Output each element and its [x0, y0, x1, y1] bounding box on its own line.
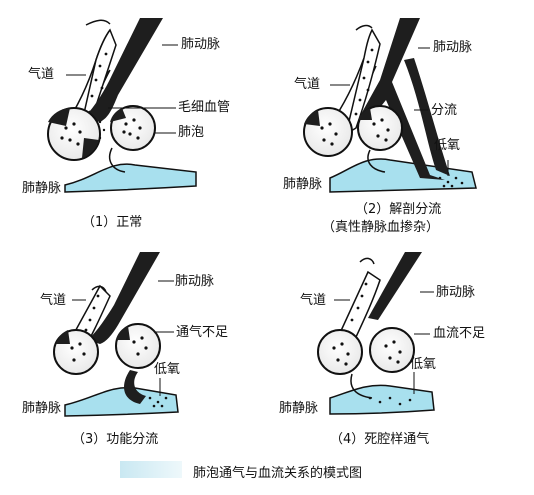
vein-bed	[329, 384, 435, 415]
alveolus-shade	[56, 330, 70, 344]
alveolus-dots	[70, 336, 148, 362]
caption-anatomical-shunt: （2）解剖分流	[355, 202, 442, 217]
alveolus-shade	[304, 110, 320, 126]
leader-lines	[334, 291, 434, 394]
label-artery-3: 肺动脉	[175, 274, 215, 289]
leader-lines	[72, 280, 174, 396]
label-low-oxygen-3: 低氧	[154, 362, 181, 377]
label-artery-1: 肺动脉	[181, 37, 221, 52]
vein-bed	[64, 386, 179, 417]
shunt-curve	[124, 370, 146, 404]
alveolus-shade2	[116, 326, 130, 340]
label-artery-2: 肺动脉	[433, 40, 473, 55]
alveolus-dots	[320, 118, 390, 146]
alveolus-right-shade	[110, 108, 126, 122]
label-airway-4: 气道	[300, 293, 327, 308]
low-oxygen-dots	[438, 176, 464, 188]
label-vein-3: 肺静脉	[22, 401, 62, 416]
alveolus-left-shade2	[82, 138, 99, 158]
label-airway-3: 气道	[40, 293, 67, 308]
artery	[368, 252, 422, 320]
airway-dots	[354, 48, 374, 116]
label-low-perfusion-4: 血流不足	[433, 326, 486, 341]
caption-normal: （1）正常	[82, 215, 143, 230]
vein-bed	[64, 163, 197, 193]
label-shunt-2: 分流	[431, 103, 458, 118]
label-vein-4: 肺静脉	[279, 401, 319, 416]
alveolus-right	[369, 327, 415, 373]
panel-dead-space	[317, 252, 435, 415]
label-airway-1: 气道	[28, 67, 55, 82]
label-hypoventilation-3: 通气不足	[176, 325, 229, 340]
label-capillary-1: 毛细血管	[178, 100, 231, 115]
label-low-oxygen-4: 低氧	[410, 357, 437, 372]
low-oxygen-dots	[368, 396, 412, 406]
artery	[360, 18, 445, 180]
legend-swatch	[120, 461, 182, 478]
panel-normal	[47, 18, 197, 193]
alveolus-left-shade	[48, 108, 70, 126]
capillary-stalk	[367, 149, 386, 173]
alveolus-dots	[332, 340, 402, 366]
artery	[88, 252, 160, 344]
alveolus-shade2	[358, 108, 372, 120]
panel-functional-shunt	[53, 252, 179, 417]
label-vein-2: 肺静脉	[283, 177, 323, 192]
low-oxygen-dots	[148, 396, 168, 408]
vein-bed	[329, 158, 477, 193]
caption-anatomical-shunt-sub: （真性静脉血掺杂）	[322, 220, 440, 235]
capillary-stalk	[350, 373, 373, 399]
artery	[84, 18, 163, 122]
alveolus-dots	[60, 118, 142, 146]
label-artery-4: 肺动脉	[436, 285, 476, 300]
caption-functional-shunt: （3）功能分流	[72, 432, 159, 447]
label-airway-2: 气道	[294, 77, 321, 92]
panel-anatomical-shunt	[303, 18, 477, 193]
label-alveoli-1: 肺泡	[178, 125, 205, 140]
alveolus-left	[317, 329, 363, 375]
label-low-oxygen-2: 低氧	[434, 138, 461, 153]
capillary-stalk	[108, 147, 126, 173]
caption-dead-space: （4）死腔样通气	[330, 432, 430, 447]
figure-legend: 肺泡通气与血流关系的模式图	[193, 466, 363, 481]
shunt-vessel	[404, 58, 450, 176]
leader-lines	[66, 44, 178, 134]
leader-lines	[330, 47, 449, 176]
capillary-dots	[98, 120, 106, 140]
label-vein-1: 肺静脉	[22, 181, 62, 196]
